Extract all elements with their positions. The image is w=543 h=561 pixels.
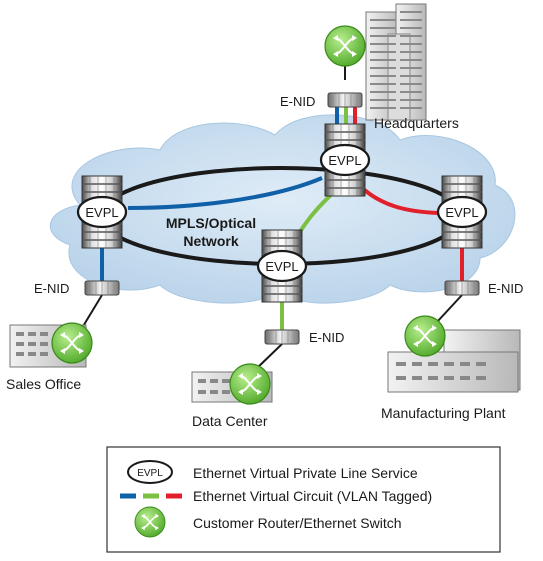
enid-headquarters xyxy=(327,92,363,108)
enid-label-sales: E-NID xyxy=(34,281,69,296)
legend: EVPL Ethernet Virtual Private Line Servi… xyxy=(106,446,501,553)
headquarters-switch-icon xyxy=(324,25,366,67)
legend-evpl-icon-label: EVPL xyxy=(137,468,163,479)
headquarters-building-icon xyxy=(365,3,427,121)
evpl-label: EVPL xyxy=(265,259,298,274)
evpl-label: EVPL xyxy=(328,153,361,168)
data-center-switch-icon xyxy=(229,363,271,405)
evpl-node-headquarters: EVPL xyxy=(319,123,371,197)
mpls-cloud xyxy=(49,114,516,304)
circuit-red xyxy=(358,184,441,215)
enid-label-datacenter: E-NID xyxy=(309,330,344,345)
site-label-manufacturing-plant: Manufacturing Plant xyxy=(381,405,506,421)
legend-evpl-text: Ethernet Virtual Private Line Service xyxy=(193,465,418,481)
site-label-headquarters: Headquarters xyxy=(374,115,459,131)
site-label-sales-office: Sales Office xyxy=(6,376,81,392)
enid-sales xyxy=(84,280,120,296)
legend-circuit-text: Ethernet Virtual Circuit (VLAN Tagged) xyxy=(193,488,432,504)
legend-evpl-icon: EVPL xyxy=(127,460,173,484)
evpl-label: EVPL xyxy=(445,205,478,220)
sales-office-switch-icon xyxy=(51,322,93,364)
enid-label-manufacturing: E-NID xyxy=(488,281,523,296)
evpl-label: EVPL xyxy=(85,205,118,220)
evpl-node-datacenter: EVPL xyxy=(256,229,308,303)
evpl-node-manufacturing: EVPL xyxy=(436,175,488,249)
legend-switch-text: Customer Router/Ethernet Switch xyxy=(193,515,402,531)
enid-manufacturing xyxy=(444,280,480,296)
manufacturing-plant-switch-icon xyxy=(404,315,446,357)
network-title-line2: Network xyxy=(183,233,238,249)
circuit-blue xyxy=(127,176,323,210)
legend-switch-icon xyxy=(134,506,166,538)
enid-label-headquarters: E-NID xyxy=(280,94,315,109)
network-title-line1: MPLS/Optical xyxy=(166,215,256,231)
evpl-node-sales: EVPL xyxy=(76,175,128,249)
manufacturing-plant-building-icon xyxy=(387,329,521,393)
enid-datacenter xyxy=(264,329,300,345)
access-links xyxy=(81,66,463,371)
site-label-data-center: Data Center xyxy=(192,413,268,429)
